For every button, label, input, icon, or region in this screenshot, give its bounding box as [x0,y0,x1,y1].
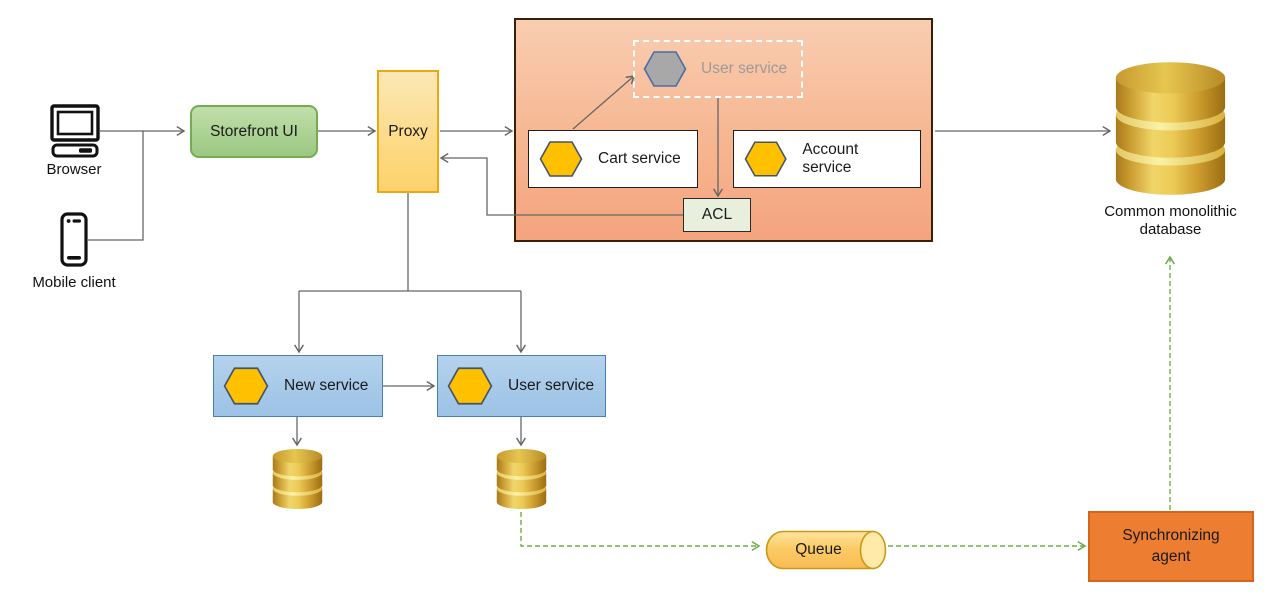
connector-db-queue [520,512,761,552]
account-service-node: Account service [733,130,921,188]
hexagon-icon [539,141,583,177]
mobile-client-icon [60,212,88,272]
hexagon-icon [744,141,787,177]
user-service-planned-label: User service [701,60,788,77]
account-service-label: Account service [802,141,859,176]
new-service-label: New service [284,377,369,394]
common-database-label: Common monolithic database [1104,203,1237,239]
storefront-ui-label: Storefront UI [210,122,298,140]
acl-node: ACL [683,198,751,232]
browser-label: Browser [46,161,102,178]
proxy-label: Proxy [388,122,428,140]
mobile-client-label: Mobile client [32,274,116,291]
hexagon-icon [447,367,493,405]
queue-label: Queue [795,541,842,558]
user-service-database-icon [495,448,548,515]
cart-service-label: Cart service [598,150,681,167]
acl-label: ACL [701,206,733,223]
browser-icon [50,104,100,163]
storefront-ui-node: Storefront UI [190,105,318,158]
new-service-node: New service [213,355,383,417]
common-database-icon [1112,60,1229,202]
proxy-node: Proxy [377,70,439,193]
new-service-database-icon [271,448,324,515]
user-service-label: User service [508,377,595,394]
queue-cylinder-icon [765,530,887,570]
user-service-node: User service [437,355,606,417]
synchronizing-agent-node: Synchronizing agent [1088,511,1254,582]
queue-node: Queue [764,530,887,570]
hexagon-icon [223,367,269,405]
synchronizing-agent-label: Synchronizing agent [1122,527,1220,565]
hexagon-icon [643,51,687,87]
cart-service-node: Cart service [528,130,698,188]
user-service-planned-node: User service [633,40,803,98]
